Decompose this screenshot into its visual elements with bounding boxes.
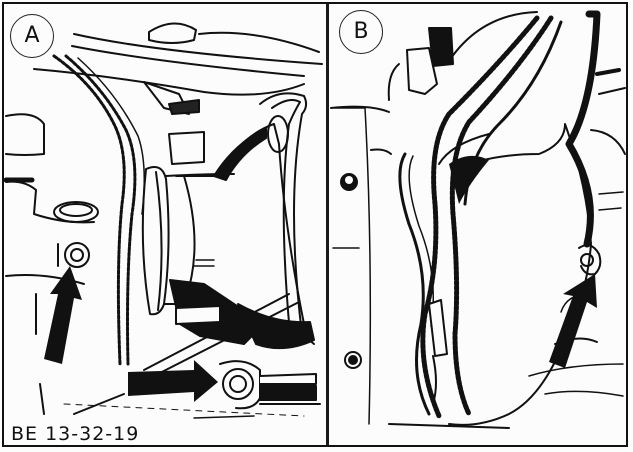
panel-b-label: B	[339, 10, 383, 54]
panel-a-label: A	[10, 14, 54, 58]
figure-frame	[2, 2, 628, 447]
panel-a-letter: A	[24, 23, 40, 48]
arrow-up-right-icon	[549, 274, 597, 368]
panel-a: A BE 13-32-19	[4, 4, 326, 445]
panel-b-letter: B	[353, 19, 369, 44]
figure-reference-code: BE 13-32-19	[11, 425, 144, 444]
arrow-right-icon	[128, 360, 218, 402]
panel-b-drawing	[330, 10, 626, 429]
panel-b: B	[329, 4, 627, 445]
panel-a-drawing	[4, 22, 323, 419]
arrow-up-icon	[44, 266, 82, 364]
panel-divider	[326, 4, 329, 445]
